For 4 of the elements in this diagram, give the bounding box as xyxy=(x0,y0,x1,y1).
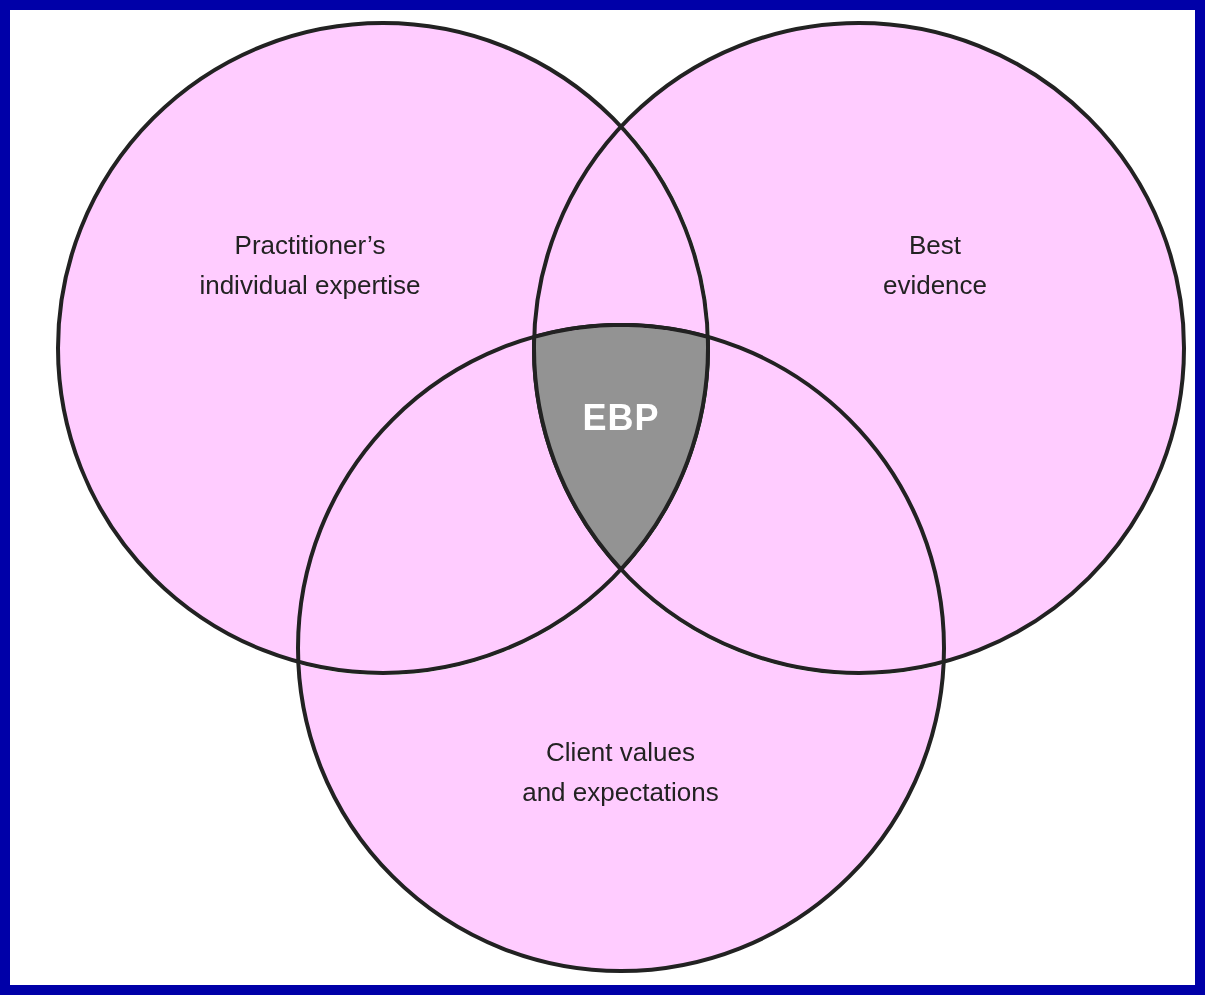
region-label: EBP xyxy=(581,398,661,438)
circle-label: Best evidence xyxy=(881,229,989,302)
circle-label: Practitioner’s individual expertise xyxy=(198,229,422,302)
circle-label: Client values and expectations xyxy=(522,736,719,809)
